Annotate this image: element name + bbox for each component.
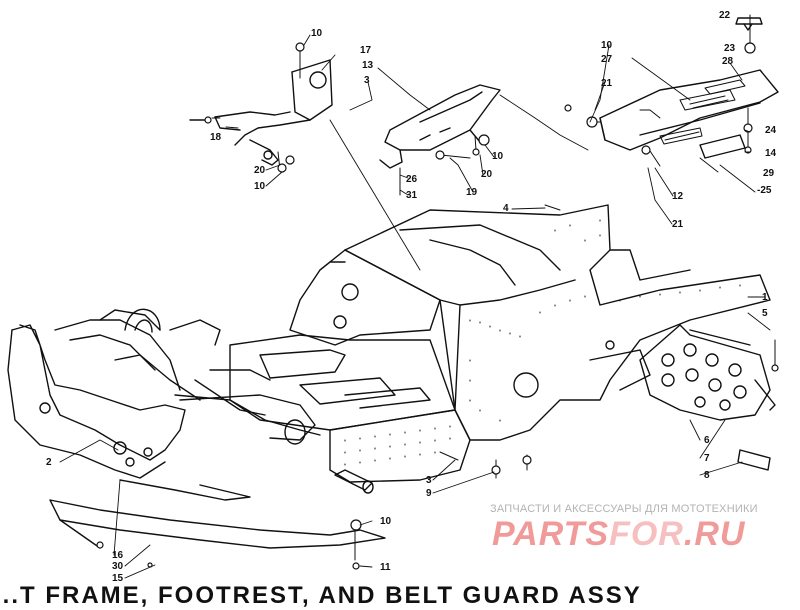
callout-10: 10 xyxy=(380,516,392,527)
callout-6: 6 xyxy=(704,435,710,446)
footrest-bracket-left xyxy=(189,59,333,166)
callout-26: 26 xyxy=(406,174,418,185)
callout-29: 29 xyxy=(763,168,775,179)
callout-21: 21 xyxy=(601,78,613,89)
callout-1: 1 xyxy=(762,292,768,303)
callout-16: 16 xyxy=(112,550,124,561)
callout-10: 10 xyxy=(254,181,266,192)
callout-11: 11 xyxy=(380,562,391,573)
callout-31: 31 xyxy=(406,190,418,201)
callout-10: 10 xyxy=(601,40,613,51)
callout-27: 27 xyxy=(601,54,613,65)
callout-3: 3 xyxy=(364,75,370,86)
callout-15: 15 xyxy=(112,573,124,584)
watermark-logo-mid: FOR xyxy=(609,515,684,553)
watermark-logo: PARTSFOR.RU xyxy=(492,515,745,554)
callout-10: 10 xyxy=(311,28,323,39)
front-cross-tubes xyxy=(179,369,374,494)
main-frame xyxy=(289,204,771,441)
callout-8: 8 xyxy=(704,470,710,481)
callout-10: 10 xyxy=(492,151,504,162)
callout-2: 2 xyxy=(46,457,52,468)
callout-23: 23 xyxy=(724,43,736,54)
callout-22: 22 xyxy=(719,10,731,21)
small-plate-8 xyxy=(737,449,771,471)
callout-30: 30 xyxy=(112,561,124,572)
callout-13: 13 xyxy=(362,60,374,71)
callout-19: 19 xyxy=(466,187,478,198)
callout-18: 18 xyxy=(210,132,222,143)
callout-17: 17 xyxy=(360,45,372,56)
callout-12: 12 xyxy=(672,191,684,202)
callout-7: 7 xyxy=(704,453,710,464)
footrest-bracket-center xyxy=(379,84,501,169)
callout-21: 21 xyxy=(672,219,684,230)
lower-skid-plate xyxy=(49,479,386,549)
callout-9: 9 xyxy=(426,488,432,499)
belt-guard-plate xyxy=(639,324,776,421)
callout-25: -25 xyxy=(757,185,772,196)
watermark-logo-left: PARTS xyxy=(492,515,610,553)
leader-lines xyxy=(59,34,771,579)
callout-20: 20 xyxy=(254,165,266,176)
knob-22 xyxy=(735,17,763,31)
front-bumper xyxy=(7,308,321,479)
callout-4: 4 xyxy=(503,203,509,214)
callout-3: 3 xyxy=(426,475,432,486)
callout-20: 20 xyxy=(481,169,493,180)
diagram-caption: ...T FRAME, FOOTREST, AND BELT GUARD ASS… xyxy=(0,582,642,609)
callout-24: 24 xyxy=(765,125,777,136)
fastener-lines xyxy=(211,14,776,561)
watermark-subtitle: ЗАПЧАСТИ И АКСЕССУАРЫ ДЛЯ МОТОТЕХНИКИ xyxy=(490,503,758,515)
callout-14: 14 xyxy=(765,148,777,159)
callout-28: 28 xyxy=(722,56,734,67)
belly-pan xyxy=(329,409,471,483)
watermark-logo-right: .RU xyxy=(683,515,746,553)
floor-pan xyxy=(229,334,456,431)
fasteners xyxy=(96,42,779,570)
callout-5: 5 xyxy=(762,308,768,319)
belt-guard-cover xyxy=(599,69,779,159)
